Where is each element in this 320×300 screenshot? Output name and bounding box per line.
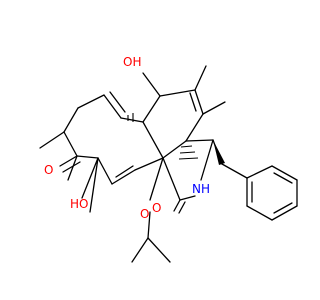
lactam-oxygen-label: O — [152, 201, 161, 215]
ketone-bond — [62, 161, 81, 173]
hydroxyl-label: HO — [70, 197, 88, 211]
hydroxyl-bond — [142, 72, 161, 97]
stereo-hash — [127, 113, 134, 122]
ester-bond — [149, 157, 164, 201]
methyl-bond — [39, 131, 65, 149]
lactam-carbonyl-bond — [178, 201, 186, 214]
ketone-oxygen-label: O — [44, 163, 53, 177]
hydroxyl-label: OH — [123, 55, 141, 69]
carbinol-bond — [81, 157, 99, 199]
lactam-carbonyl-bond — [173, 199, 181, 212]
acetyl-bond — [147, 237, 171, 263]
ketone-bond — [59, 155, 78, 167]
isoindolone-core — [142, 65, 226, 201]
acetyl-bond — [131, 237, 149, 263]
stereo-hash — [178, 145, 199, 160]
ester-bond — [147, 211, 151, 239]
molecule-structure: OH O HO NH O O — [39, 55, 298, 263]
amine-label: NH — [192, 182, 210, 196]
phenyl-ring — [246, 165, 298, 221]
methyl-bond — [89, 157, 99, 213]
macrocycle — [63, 91, 164, 185]
ester-oxygen-label: O — [140, 207, 149, 221]
stereo-wedge — [213, 140, 225, 165]
benzyl-bond — [221, 163, 248, 179]
